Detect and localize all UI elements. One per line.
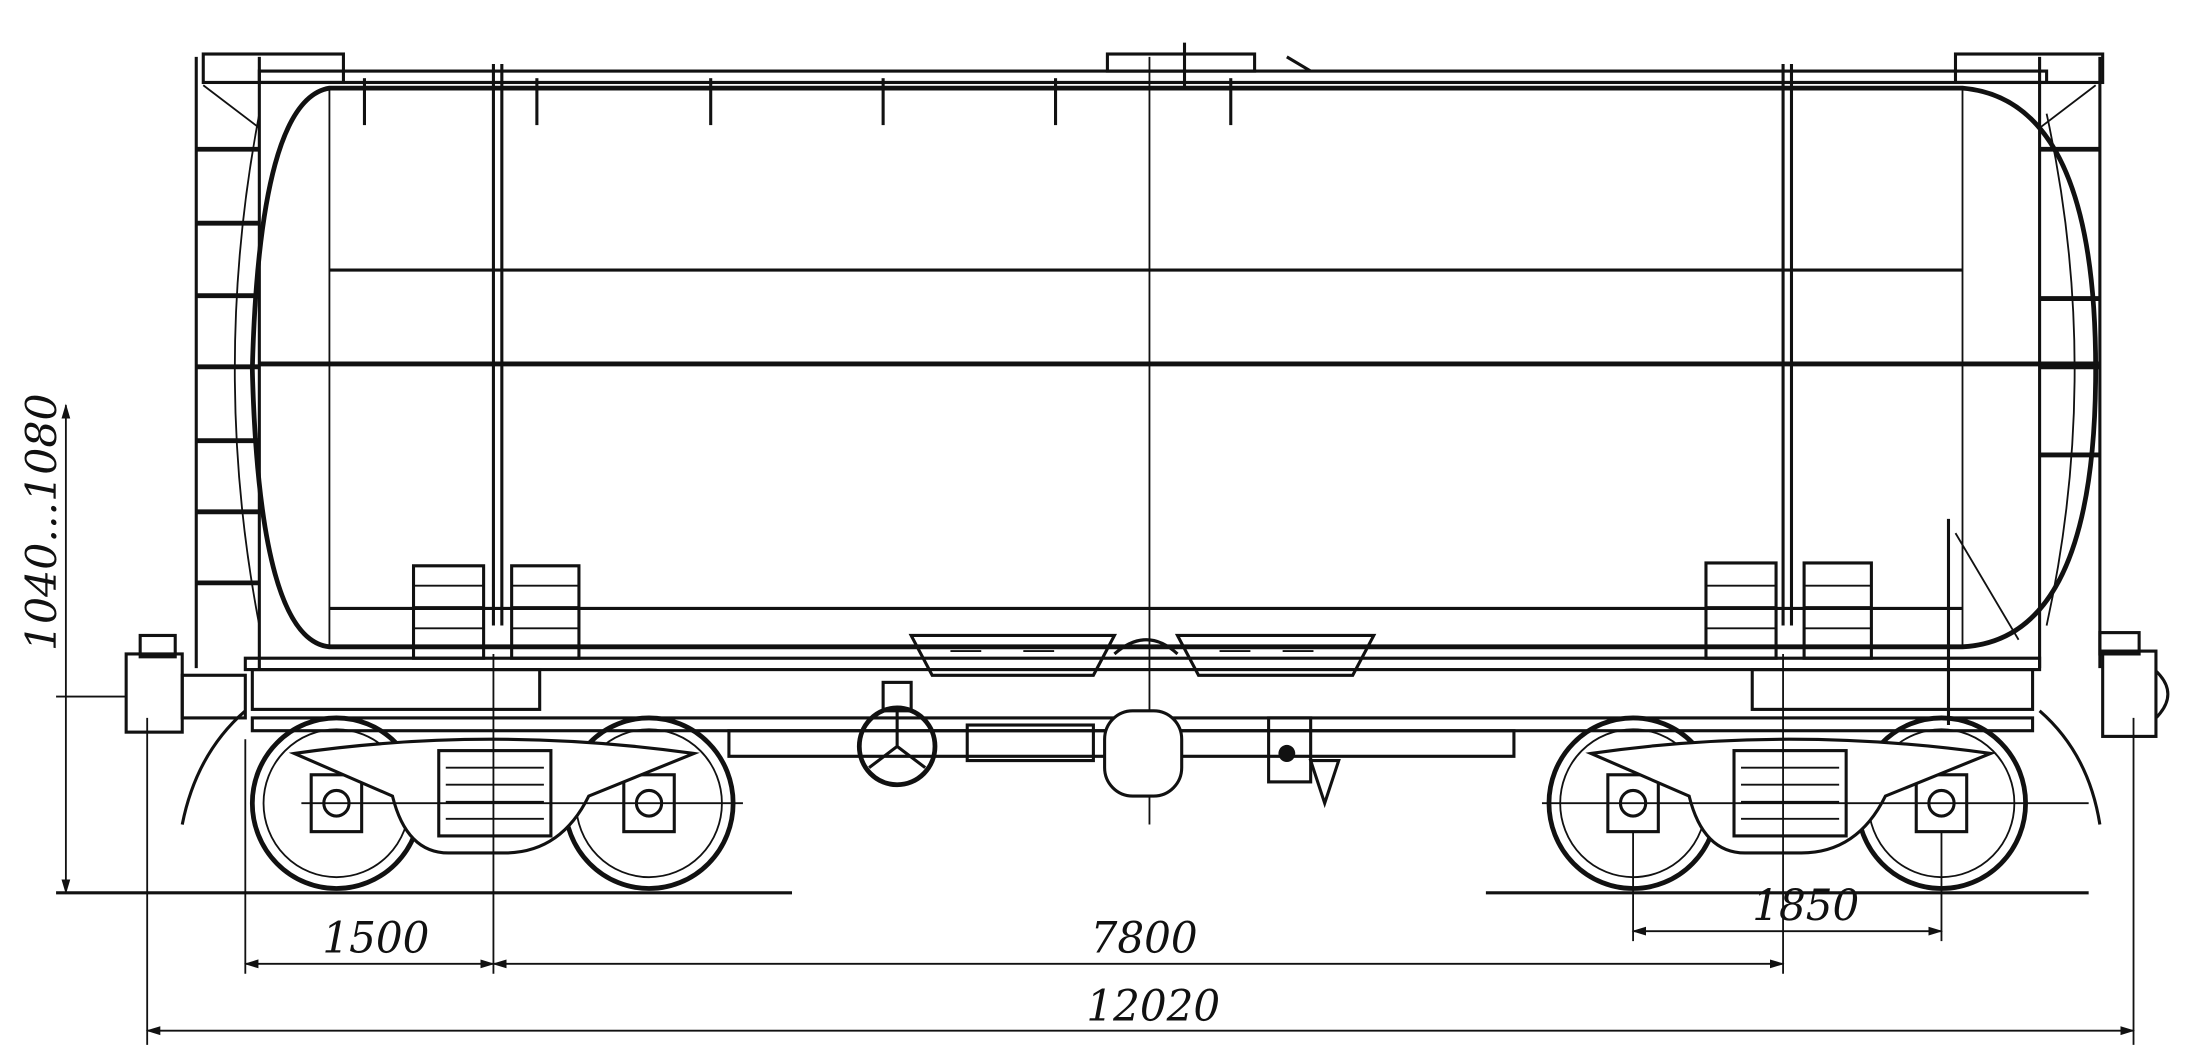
dim-bogie-centers: 7800 bbox=[1091, 913, 1198, 962]
brake-equipment bbox=[856, 680, 1341, 809]
hooks bbox=[362, 78, 1233, 126]
dim-wheelbase: 1850 bbox=[1752, 881, 1859, 930]
tie-rods bbox=[491, 56, 1794, 825]
right-ladder bbox=[1946, 56, 2102, 726]
left-ladder bbox=[194, 56, 261, 669]
left-bogie bbox=[249, 715, 743, 891]
dim-coupler-height: 1040...1080 bbox=[17, 393, 66, 651]
top-rail bbox=[201, 42, 2105, 126]
left-coupler bbox=[124, 633, 247, 825]
right-bogie bbox=[1541, 715, 2089, 891]
dim-pivot-offset: 1500 bbox=[322, 913, 429, 962]
saddle-blocks bbox=[411, 561, 1873, 660]
dimension-lines bbox=[56, 403, 2135, 1045]
right-coupler bbox=[2038, 631, 2170, 825]
handbrake-wheel bbox=[856, 705, 938, 788]
dim-overall-length: 12020 bbox=[1086, 981, 1220, 1030]
